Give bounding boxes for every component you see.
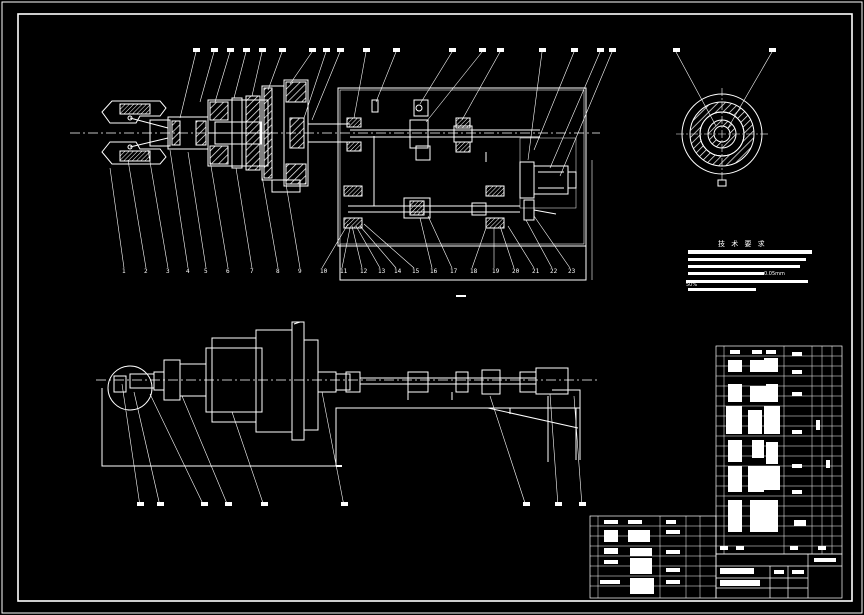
- balloon-top-7-mark: [309, 48, 316, 52]
- balloon-number-8: 8: [276, 268, 280, 275]
- robot-gripper-icon: [101, 100, 171, 165]
- bottom-leader-lines: [121, 383, 583, 507]
- balloon-top-13-mark: [479, 48, 486, 52]
- balloon-number-11: 11: [340, 268, 348, 275]
- balloon-number-6: 6: [226, 268, 230, 275]
- balloon-top-14-mark: [497, 48, 504, 52]
- balloon-gear-1-mark: [673, 48, 680, 52]
- balloon-bottom-7-mark: [523, 502, 530, 506]
- balloon-number-16: 16: [430, 268, 438, 275]
- balloon-top-12-mark: [449, 48, 456, 52]
- title-block-icon: [589, 345, 843, 599]
- top-leader-lines: [109, 51, 613, 269]
- balloon-top-15-mark: [539, 48, 546, 52]
- bottom-assembly-view: [96, 321, 600, 467]
- balloon-top-4-mark: [243, 48, 250, 52]
- balloon-number-18: 18: [470, 268, 478, 275]
- balloon-number-9: 9: [298, 268, 302, 275]
- balloon-number-23: 23: [568, 268, 576, 275]
- balloon-bottom-6-mark: [341, 502, 348, 506]
- balloon-bottom-1-mark: [137, 502, 144, 506]
- balloon-top-10-mark: [363, 48, 370, 52]
- balloon-number-7: 7: [250, 268, 254, 275]
- balloon-top-16-mark: [571, 48, 578, 52]
- scale-note: 50%: [686, 282, 697, 288]
- balloon-number-12: 12: [360, 268, 368, 275]
- balloon-top-1-mark: [193, 48, 200, 52]
- balloon-number-20: 20: [512, 268, 520, 275]
- balloon-number-17: 17: [450, 268, 458, 275]
- balloon-bottom-8-mark: [555, 502, 562, 506]
- gear-section-icon: [675, 51, 773, 187]
- balloon-top-3-mark: [227, 48, 234, 52]
- balloon-bottom-4-mark: [225, 502, 232, 506]
- balloon-number-1: 1: [122, 268, 126, 275]
- balloon-number-2: 2: [144, 268, 148, 275]
- balloon-number-4: 4: [186, 268, 190, 275]
- top-assembly-view: [70, 79, 600, 297]
- technical-requirements-block: 技 术 要 求 0.05mm 50%: [686, 239, 812, 291]
- balloon-bottom-5-mark: [261, 502, 268, 506]
- motor-icon: [519, 161, 577, 199]
- balloon-bottom-3-mark: [201, 502, 208, 506]
- balloon-top-2-mark: [211, 48, 218, 52]
- balloon-bottom-2-mark: [157, 502, 164, 506]
- balloon-top-8-mark: [323, 48, 330, 52]
- balloon-top-18-mark: [609, 48, 616, 52]
- balloon-top-5-mark: [259, 48, 266, 52]
- balloon-number-21: 21: [532, 268, 540, 275]
- tolerance-note: 0.05mm: [764, 271, 785, 277]
- balloon-number-19: 19: [492, 268, 500, 275]
- balloon-top-11-mark: [393, 48, 400, 52]
- balloon-number-22: 22: [550, 268, 558, 275]
- balloon-top-6-mark: [279, 48, 286, 52]
- balloon-number-3: 3: [166, 268, 170, 275]
- balloon-gear-2-mark: [769, 48, 776, 52]
- parts-list-text: [600, 350, 836, 594]
- tech-requirements-title: 技 术 要 求: [718, 239, 767, 248]
- balloon-top-17-mark: [597, 48, 604, 52]
- balloon-number-15: 15: [412, 268, 420, 275]
- balloon-number-14: 14: [394, 268, 402, 275]
- balloon-bottom-9-mark: [579, 502, 586, 506]
- balloon-number-10: 10: [320, 268, 328, 275]
- balloon-number-13: 13: [378, 268, 386, 275]
- balloon-top-9-mark: [337, 48, 344, 52]
- balloon-number-5: 5: [204, 268, 208, 275]
